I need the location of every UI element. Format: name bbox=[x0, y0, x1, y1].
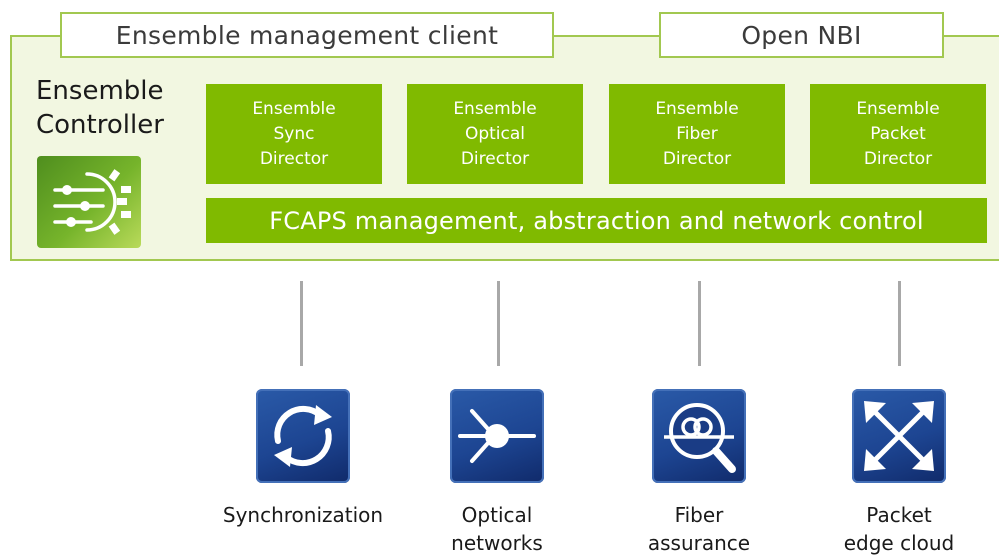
packet-cross-arrows-icon bbox=[852, 389, 946, 483]
director-line1: Ensemble bbox=[453, 98, 537, 119]
controller-title-line1: Ensemble bbox=[36, 76, 164, 106]
director-line1: Ensemble bbox=[252, 98, 336, 119]
director-fiber: Ensemble Fiber Director bbox=[609, 84, 785, 184]
network-label-line2: edge cloud bbox=[843, 531, 955, 555]
sliders-gear-icon bbox=[37, 156, 141, 248]
open-nbi-box: Open NBI bbox=[659, 12, 944, 58]
director-line1: Ensemble bbox=[856, 98, 940, 119]
network-label-fiber: Fiber assurance bbox=[614, 501, 784, 557]
director-line3: Director bbox=[662, 148, 732, 169]
controller-title-line2: Controller bbox=[36, 110, 164, 140]
director-line2: Packet bbox=[870, 123, 926, 144]
director-line2: Sync bbox=[273, 123, 315, 144]
network-label-packet: Packet edge cloud bbox=[814, 501, 984, 557]
network-label-line1: Fiber bbox=[674, 503, 724, 527]
connector-fiber bbox=[698, 281, 701, 366]
management-client-box: Ensemble management client bbox=[60, 12, 554, 58]
fiber-magnifier-icon bbox=[652, 389, 746, 483]
network-label-line2: assurance bbox=[647, 531, 751, 555]
network-label-optical: Optical networks bbox=[412, 501, 582, 557]
director-line3: Director bbox=[460, 148, 530, 169]
network-label-synchronization: Synchronization bbox=[218, 501, 388, 529]
network-label-line1: Synchronization bbox=[222, 503, 384, 527]
director-sync: Ensemble Sync Director bbox=[206, 84, 382, 184]
director-line1: Ensemble bbox=[655, 98, 739, 119]
open-nbi-label: Open NBI bbox=[741, 20, 862, 50]
director-line3: Director bbox=[863, 148, 933, 169]
director-line3: Director bbox=[259, 148, 329, 169]
network-label-line1: Packet bbox=[866, 503, 932, 527]
director-packet: Ensemble Packet Director bbox=[810, 84, 986, 184]
network-label-line2: networks bbox=[451, 531, 543, 555]
optical-node-icon bbox=[450, 389, 544, 483]
network-label-line1: Optical bbox=[461, 503, 533, 527]
sync-arrows-icon bbox=[256, 389, 350, 483]
fcaps-bar: FCAPS management, abstraction and networ… bbox=[206, 198, 987, 243]
management-client-label: Ensemble management client bbox=[115, 20, 499, 50]
director-line2: Fiber bbox=[676, 123, 718, 144]
connector-packet bbox=[898, 281, 901, 366]
fcaps-label: FCAPS management, abstraction and networ… bbox=[269, 206, 924, 235]
director-line2: Optical bbox=[464, 123, 526, 144]
connector-sync bbox=[300, 281, 303, 366]
controller-title: Ensemble Controller bbox=[36, 74, 164, 142]
director-optical: Ensemble Optical Director bbox=[407, 84, 583, 184]
connector-optical bbox=[497, 281, 500, 366]
